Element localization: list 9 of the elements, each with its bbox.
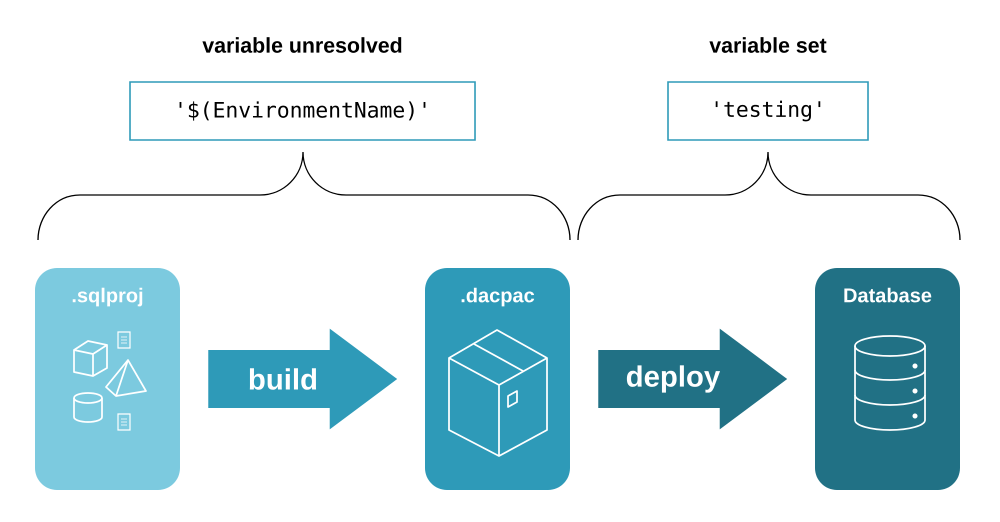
arrow-label: deploy	[626, 365, 720, 393]
heading: variable unresolved	[202, 37, 402, 53]
arrow-label: build	[250, 368, 316, 390]
code-box: '$(EnvironmentName)'	[129, 81, 476, 141]
heading: variable set	[709, 37, 826, 53]
card-title: .sqlproj	[72, 288, 142, 306]
card-title: .dacpac	[462, 288, 534, 306]
card-title: Database	[844, 288, 932, 302]
code-box: 'testing'	[667, 81, 869, 141]
